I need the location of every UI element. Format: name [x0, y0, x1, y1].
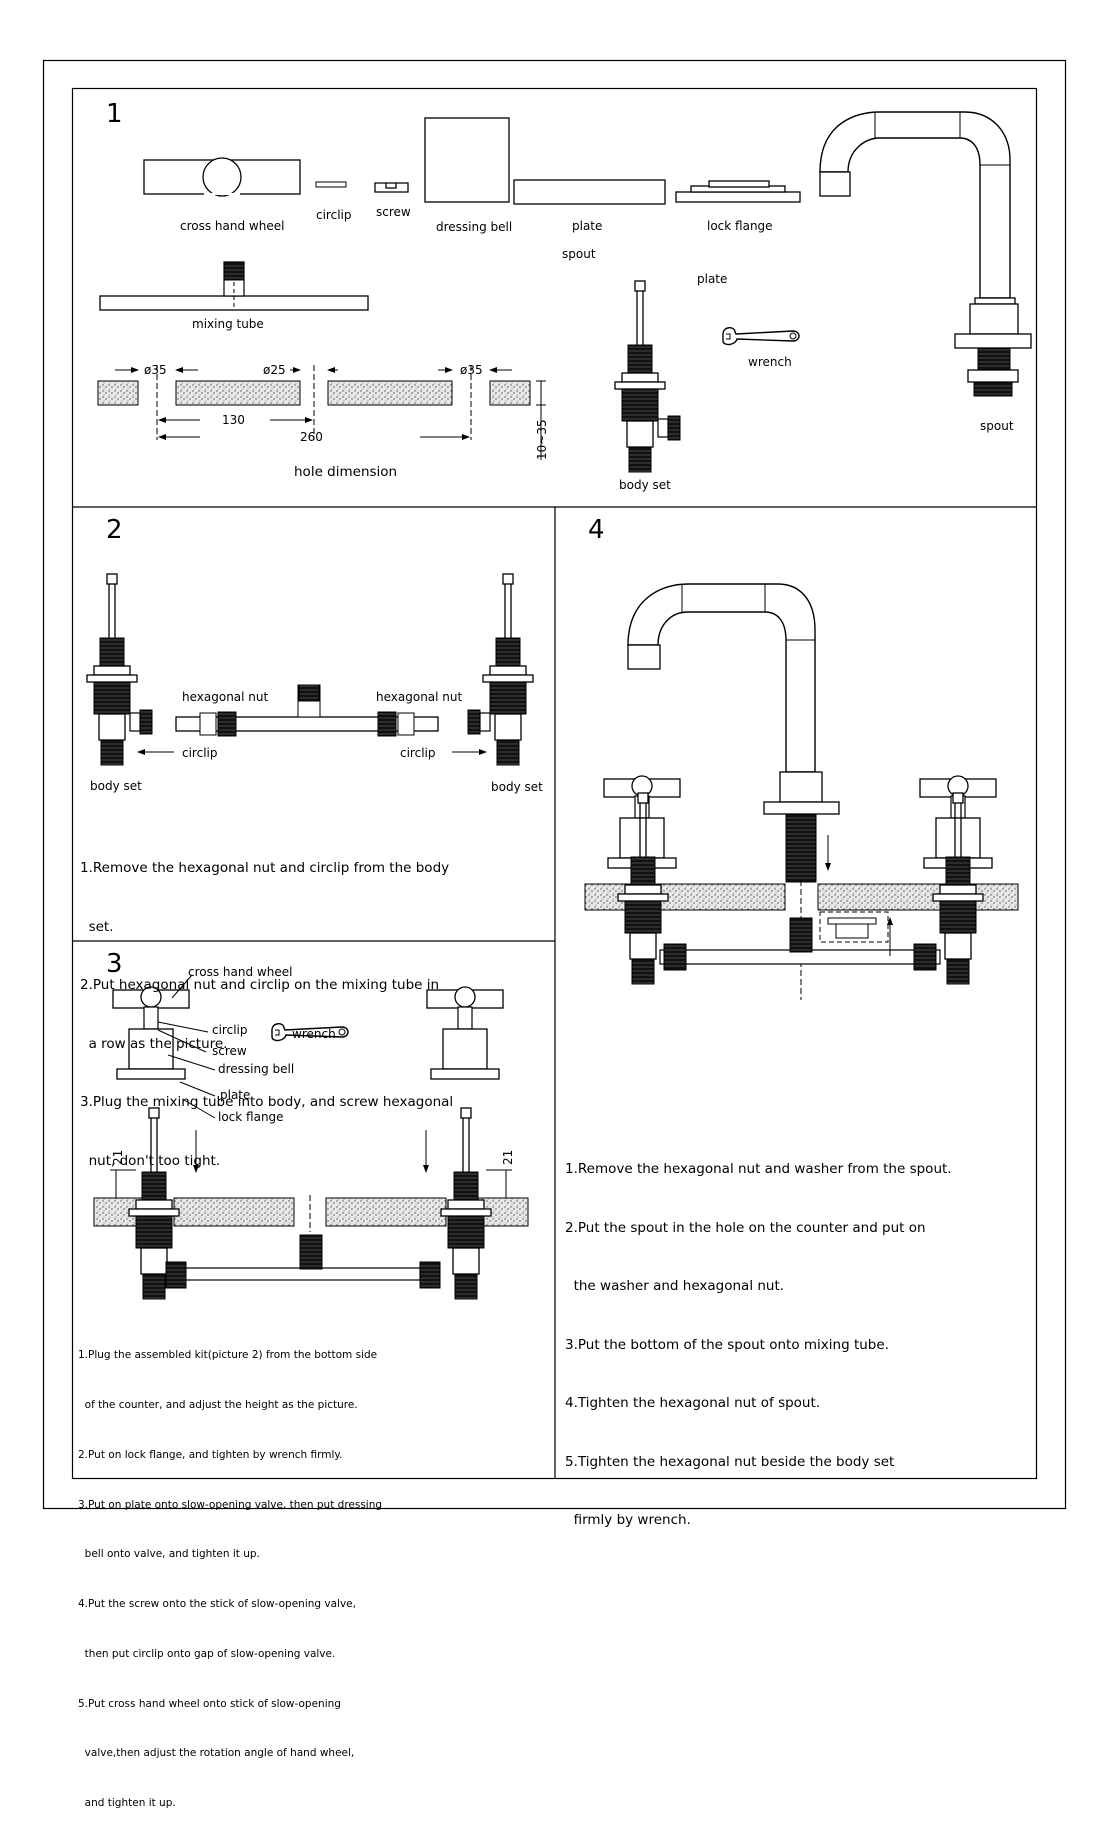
instruction-line: then put circlip onto gap of slow-openin…: [78, 1647, 336, 1660]
label-spout-right: spout: [980, 419, 1014, 433]
label-lock-flange-3: lock flange: [218, 1110, 284, 1124]
instruction-line: 3.Plug the mixing tube into body, and sc…: [80, 1094, 454, 1110]
label-body-set-right: body set: [491, 780, 543, 794]
instruction-line: 2.Put on lock flange, and tighten by wre…: [78, 1448, 343, 1461]
cross-hand-wheel-part: [143, 157, 301, 197]
instruction-line: 3.Put the bottom of the spout onto mixin…: [565, 1336, 889, 1353]
instruction-line: 1.Remove the hexagonal nut and circlip f…: [80, 860, 450, 876]
label-plate-2: plate: [697, 272, 727, 286]
label-circlip: circlip: [316, 208, 351, 222]
dimension-260: 260: [300, 430, 323, 444]
panel-2-instructions: 1.Remove the hexagonal nut and circlip f…: [80, 820, 453, 1191]
label-hole-dimension: hole dimension: [294, 464, 397, 480]
instruction-line: 5.Tighten the hexagonal nut beside the b…: [565, 1453, 895, 1470]
body-set-part: [614, 280, 666, 473]
dimension-d35-left: ø35: [144, 363, 167, 377]
label-cross-hand-wheel-3: cross hand wheel: [188, 965, 292, 979]
instruction-line: 2.Put hexagonal nut and circlip on the m…: [80, 977, 440, 993]
instruction-line: 1.Plug the assembled kit(picture 2) from…: [78, 1349, 378, 1362]
plate-part: [513, 179, 666, 205]
hole-dimension-diagram: [97, 365, 546, 460]
label-mixing-tube: mixing tube: [192, 317, 264, 331]
step-number-1: 1: [106, 99, 123, 129]
label-cross-hand-wheel: cross hand wheel: [180, 219, 284, 233]
instruction-line: 5.Put cross hand wheel onto stick of slo…: [78, 1697, 341, 1710]
label-plate: plate: [572, 219, 602, 233]
panel-4-instructions: 1.Remove the hexagonal nut and washer fr…: [565, 1121, 952, 1550]
instruction-line: firmly by wrench.: [565, 1512, 691, 1528]
label-lock-flange: lock flange: [707, 219, 773, 233]
panel-2: 2 hexagonal nut hexagonal nut circlip ci…: [86, 515, 543, 794]
inner-frame: [71, 87, 1038, 1480]
outer-frame: [42, 59, 1067, 1510]
instruction-line: nut, don't too tight.: [80, 1152, 221, 1169]
label-dressing-bell-3: dressing bell: [218, 1062, 294, 1076]
label-body-set: body set: [619, 478, 671, 492]
label-dressing-bell: dressing bell: [436, 220, 512, 234]
panel-3-instructions: 1.Plug the assembled kit(picture 2) from…: [78, 1314, 382, 1828]
body-set-outlet: [657, 415, 681, 441]
label-spout-top: spout: [562, 247, 596, 261]
instruction-line: the washer and hexagonal nut.: [565, 1278, 785, 1294]
step-number-3: 3: [106, 949, 123, 979]
label-wrench: wrench: [748, 355, 792, 369]
instruction-line: bell onto valve, and tighten it up.: [78, 1548, 260, 1561]
instruction-line: valve,then adjust the rotation angle of …: [78, 1747, 355, 1760]
lock-flange-part: [675, 180, 801, 203]
dimension-thickness: 10~35: [535, 419, 549, 460]
instruction-line: set.: [80, 918, 114, 935]
dressing-bell-part: [424, 117, 510, 203]
mixing-tube-assembly: [175, 684, 439, 737]
body-set-right: [482, 573, 534, 766]
height-21-left: 21: [111, 1150, 125, 1165]
hand-wheel-4-right: [919, 775, 997, 869]
dimension-d35-right: ø35: [460, 363, 483, 377]
label-hex-nut-left: hexagonal nut: [182, 690, 269, 704]
circlip-part: [315, 181, 347, 188]
screw-part: [374, 182, 409, 193]
instruction-line: 4.Tighten the hexagonal nut of spout.: [565, 1395, 821, 1411]
label-plate-3: plate: [220, 1088, 250, 1102]
spout-part: [819, 111, 1032, 397]
instruction-line: a row as the picture.: [80, 1035, 228, 1052]
body-set-left-outlet: [129, 709, 153, 735]
panel-3: 3 21 21 cross hand whee: [93, 949, 529, 1300]
panel-4: 4: [584, 515, 1019, 1000]
spout-assembly-4: [627, 583, 840, 883]
instruction-line: and tighten it up.: [78, 1797, 176, 1810]
label-screw: screw: [376, 205, 411, 219]
label-circlip-right: circlip: [400, 746, 435, 760]
step-number-4: 4: [588, 515, 605, 545]
mixing-tube-part: [99, 261, 369, 311]
dimension-d25: ø25: [263, 363, 286, 377]
instruction-line: 1.Remove the hexagonal nut and washer fr…: [565, 1161, 952, 1177]
dimension-130: 130: [222, 413, 245, 427]
label-screw-3: screw: [212, 1044, 247, 1058]
instruction-line: 3.Put on plate onto slow-opening valve, …: [78, 1498, 383, 1511]
mixing-tube-3: [175, 1267, 421, 1281]
hand-wheel-4-left: [603, 775, 681, 869]
label-wrench-3: wrench: [292, 1027, 336, 1041]
instruction-line: of the counter, and adjust the height as…: [78, 1398, 358, 1411]
height-21-right: 21: [501, 1150, 515, 1165]
wrench-part: [722, 327, 800, 346]
label-circlip-left: circlip: [182, 746, 217, 760]
label-body-set-left: body set: [90, 779, 142, 793]
panel-1: 1 cross hand wheel circlip screw dressin…: [97, 99, 1032, 492]
installation-sheet: 1 cross hand wheel circlip screw dressin…: [42, 59, 1067, 1510]
body-set-right-outlet: [467, 709, 491, 735]
body-set-left: [86, 573, 138, 766]
label-circlip-3: circlip: [212, 1023, 247, 1037]
step-number-2: 2: [106, 515, 123, 545]
label-hex-nut-right: hexagonal nut: [376, 690, 463, 704]
instruction-line: 2.Put the spout in the hole on the count…: [565, 1219, 926, 1236]
instruction-line: 4.Put the screw onto the stick of slow-o…: [78, 1598, 356, 1611]
